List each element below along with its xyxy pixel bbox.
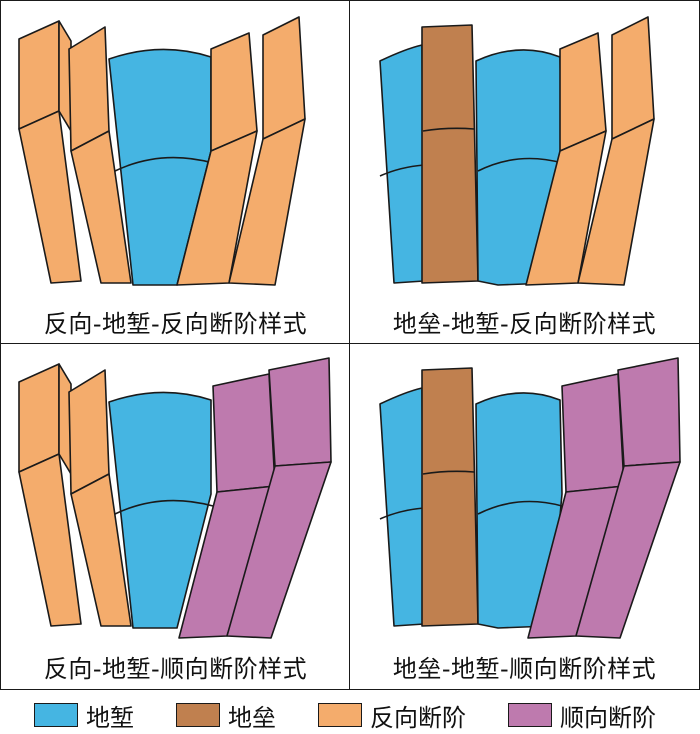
- step-block-top-face: [268, 357, 332, 467]
- panel-caption: 地垒-地堑-顺向断阶样式: [392, 655, 657, 683]
- panel-caption: 反向-地堑-顺向断阶样式: [43, 655, 308, 683]
- panel-horst-graben-antithetic: 地垒-地堑-反向断阶样式: [349, 0, 700, 345]
- fault-line: [477, 500, 563, 515]
- diagram-grid: 反向-地堑-反向断阶样式 地垒-地堑-反向断阶样式 反向-地堑-顺向断阶样式 地…: [0, 0, 700, 690]
- horst-block: [421, 367, 479, 627]
- legend-label: 地垒: [228, 703, 276, 732]
- step-block-top-face: [68, 26, 110, 152]
- fault-line: [422, 470, 475, 475]
- step-block-face: [575, 461, 681, 639]
- legend-label: 顺向断阶: [560, 703, 656, 732]
- legend-swatch: [318, 703, 362, 727]
- panel-caption: 反向-地堑-反向断阶样式: [43, 310, 308, 338]
- fault-line: [114, 499, 214, 515]
- block-diagram: [18, 16, 306, 286]
- panel-caption: 地垒-地堑-反向断阶样式: [392, 310, 657, 338]
- block-diagram: [379, 357, 681, 639]
- legend-item-graben: 地堑: [34, 700, 134, 732]
- legend-item-horst: 地垒: [176, 700, 276, 732]
- step-block-face: [18, 453, 82, 627]
- fault-line: [114, 156, 214, 172]
- panel-horst-graben-synthetic: 地垒-地堑-顺向断阶样式: [349, 343, 700, 690]
- legend-swatch: [34, 703, 78, 727]
- legend-label: 地堑: [86, 703, 134, 732]
- fault-line: [477, 157, 563, 172]
- fault-line: [379, 164, 425, 177]
- graben-block-left: [379, 387, 425, 627]
- step-block-face: [226, 461, 332, 639]
- step-block-face: [70, 473, 132, 627]
- legend-item-synthetic: 顺向断阶: [508, 700, 656, 732]
- step-block-top-face: [611, 16, 655, 140]
- step-block-top-face: [561, 373, 625, 493]
- step-block-face: [228, 118, 306, 286]
- step-block-face: [577, 118, 655, 286]
- legend-swatch: [176, 703, 220, 727]
- step-block-top-face: [18, 20, 60, 130]
- legend-label: 反向断阶: [370, 703, 466, 732]
- panel-antithetic-graben-antithetic: 反向-地堑-反向断阶样式: [0, 0, 351, 345]
- horst-block: [421, 24, 479, 284]
- step-block-top-face: [212, 373, 276, 493]
- panel-antithetic-graben-synthetic: 反向-地堑-顺向断阶样式: [0, 343, 351, 690]
- block-diagram: [18, 357, 332, 639]
- step-block-top-face: [262, 16, 306, 140]
- legend-swatch: [508, 703, 552, 727]
- fault-line: [422, 127, 475, 132]
- block-diagram: [379, 16, 655, 286]
- graben-block-center: [108, 391, 212, 629]
- fault-line: [379, 507, 425, 520]
- step-block-top-face: [68, 369, 110, 495]
- step-block-top-face: [617, 357, 681, 467]
- step-block-face: [70, 130, 132, 284]
- legend-item-antithetic: 反向断阶: [318, 700, 466, 732]
- legend: 地堑 地垒 反向断阶 顺向断阶: [0, 696, 700, 734]
- step-block-top-face: [18, 363, 60, 473]
- graben-block-left: [379, 44, 425, 284]
- step-block-face: [18, 110, 82, 284]
